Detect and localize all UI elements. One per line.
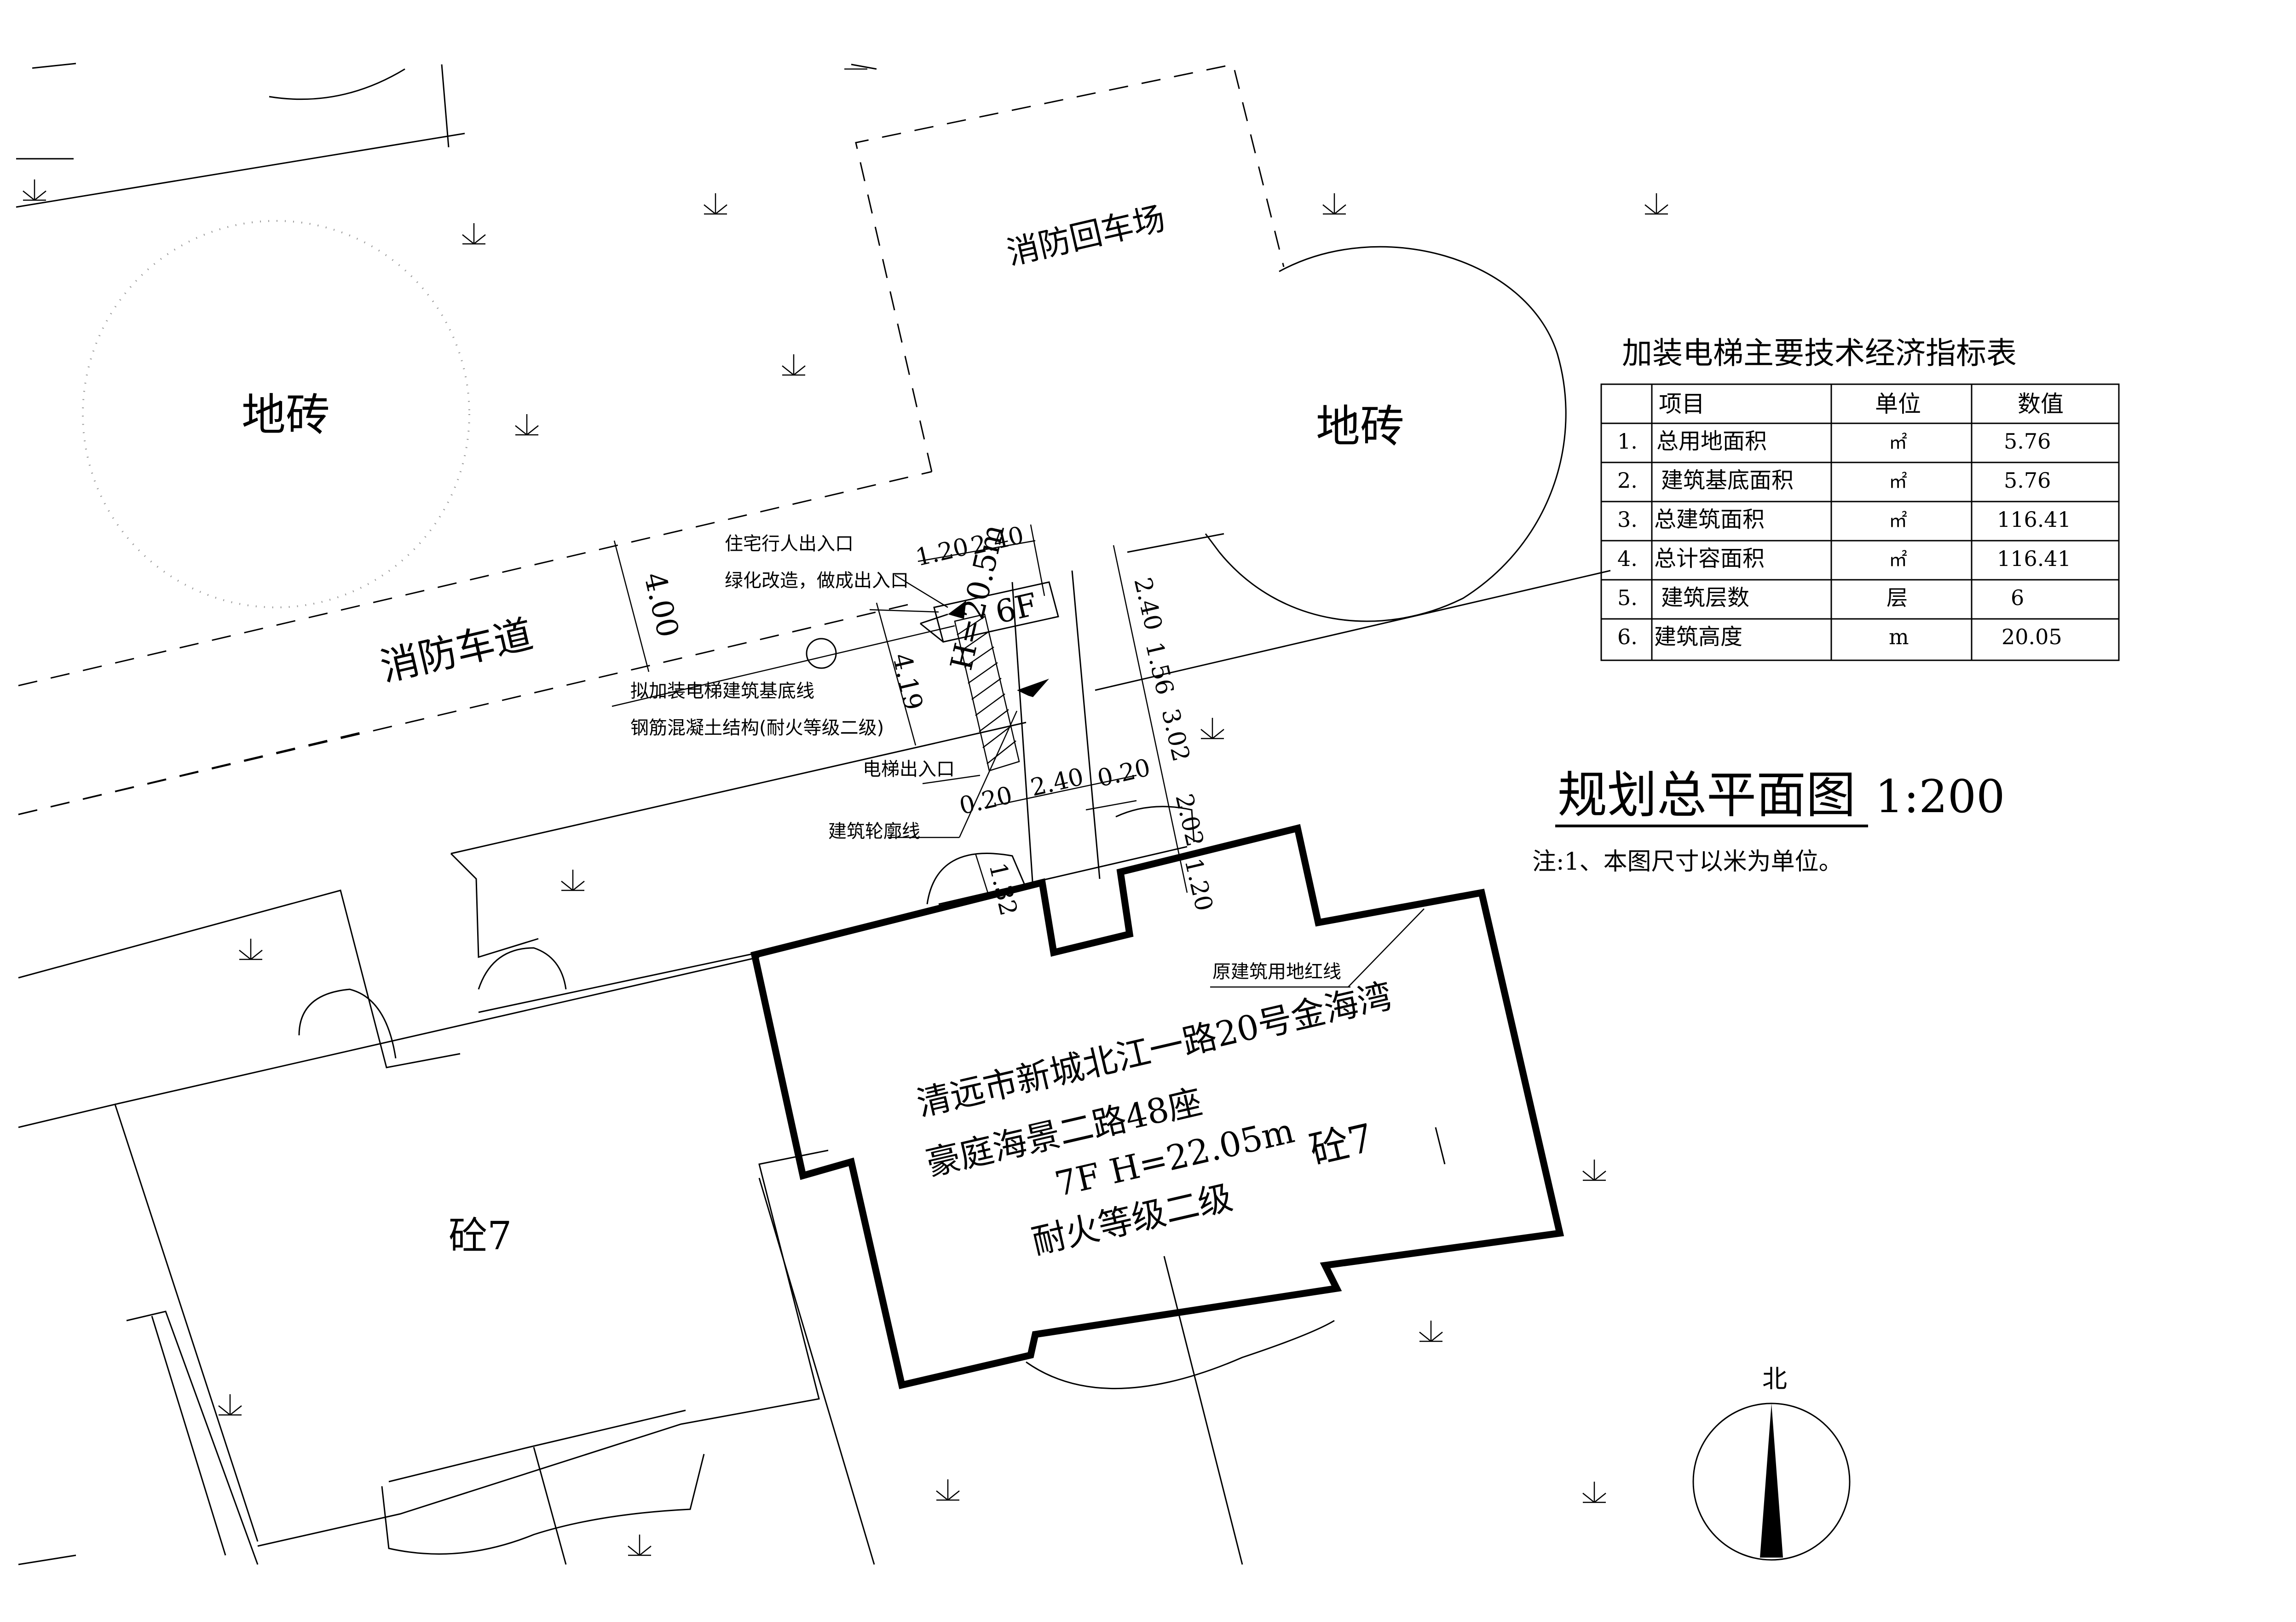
road-edge [1095,570,1611,691]
label-greening-note: 绿化改造，做成出入口 [725,570,909,591]
label-fire-lane: 消防车道 [376,611,537,690]
dim-1-32: 1.32 [983,860,1022,918]
entrance-arc-right [1115,806,1195,843]
grass-symbols [23,68,1668,1556]
label-resident-entrance: 住宅行人出入口 [725,533,854,554]
table-title: 加装电梯主要技术经济指标表 [1622,335,2017,371]
table-row-unit: ㎡ [1889,471,1907,492]
entrance-arc-left [926,853,1027,905]
table-row-value: 116.41 [1997,546,2071,571]
dim-0-20-a: 0.20 [957,781,1015,820]
planter-circle [82,220,470,608]
table-row-value: 116.41 [1997,507,2071,532]
table-row-no: 6. [1617,624,1638,649]
dim-4-19: 4.19 [886,651,928,713]
label-concrete-left: 砼7 [449,1213,512,1258]
table-row-item: 建筑基底面积 [1661,468,1794,493]
red-line-leader [1348,908,1425,987]
table-row-unit: ㎡ [1889,549,1907,571]
drawing-labels: 消防回车场 地砖 地砖 消防车道 4.00 4.19 住宅行人出入口 绿化改造，… [242,199,1404,1262]
table-row-item: 建筑高度 [1654,624,1742,650]
label-fire-turnaround: 消防回车场 [1003,199,1168,272]
table-row-value: 20.05 [2002,624,2062,649]
site-linework [16,63,1446,1165]
table-row-item: 建筑层数 [1661,585,1749,611]
table-row-unit: 层 [1886,585,1908,610]
table-row-no: 2. [1617,468,1638,493]
north-arrow: 北 [1692,1364,1851,1561]
label-paving-right: 地砖 [1316,401,1404,452]
north-label: 北 [1762,1364,1787,1393]
dim-0-20-b: 0.20 [1095,754,1153,793]
dim-1-56: 1.56 [1140,639,1179,697]
table-row-item: 总计容面积 [1654,546,1765,571]
table-header-value: 数值 [2018,391,2064,417]
dimension-lines [613,524,1188,898]
north-arrow-icon [1760,1403,1783,1558]
dim-2-40-bottom: 2.40 [1028,763,1086,802]
drawing-scale: 1:200 [1875,771,2005,823]
drawing-note: 注:1、本图尺寸以米为单位。 [1532,848,1843,876]
dim-1-20: 1.20 [913,533,971,572]
label-structure-note: 钢筋混凝土结构(耐火等级二级) [630,717,884,739]
table-row-unit: m [1889,624,1909,649]
dim-4-00: 4.00 [637,569,685,641]
label-elevator-exit: 电梯出入口 [863,759,955,780]
label-proposed-elevator-base: 拟加装电梯建筑基底线 [630,681,814,702]
lower-left-structures [18,722,1335,1565]
table-row-unit: ㎡ [1889,510,1907,531]
paving-arc-right [1218,246,1567,622]
table-row-no: 4. [1617,546,1638,571]
drawing-title: 规划总平面图 [1558,767,1856,824]
label-paving-left: 地砖 [242,389,330,441]
dim-2-40-right: 2.40 [1128,575,1167,633]
indicators-table: 加装电梯主要技术经济指标表 项目 单位 数值 1. 总用地面积 ㎡ 5.76 2… [1600,335,2120,661]
table-row-value: 5.76 [2004,429,2051,454]
fire-lane-lines [18,471,932,815]
label-orig-red-line: 原建筑用地红线 [1212,961,1341,982]
table-row-no: 5. [1617,585,1638,610]
table-header-unit: 单位 [1875,391,1921,417]
dim-1-20-b: 1.20 [1179,855,1218,913]
elevator-shaft [611,570,1101,889]
fire-turnaround-boundary [855,63,1285,472]
table-row-unit: ㎡ [1889,432,1907,453]
label-concrete-right: 砼7 [1305,1115,1377,1173]
table-header-item: 项目 [1659,391,1705,417]
dim-3-02: 3.02 [1156,706,1195,764]
column-marker [806,638,837,669]
table-row-value: 5.76 [2004,468,2051,493]
main-building-outline [750,824,1564,1390]
table-row-no: 3. [1617,507,1638,532]
table-row-item: 总建筑面积 [1654,507,1765,532]
label-building-outline: 建筑轮廓线 [828,821,920,842]
table-row-item: 总用地面积 [1656,428,1767,454]
table-row-no: 1. [1617,429,1638,454]
table-row-value: 6 [2011,585,2024,610]
title-block: 规划总平面图 1:200 注:1、本图尺寸以米为单位。 [1532,767,2005,876]
